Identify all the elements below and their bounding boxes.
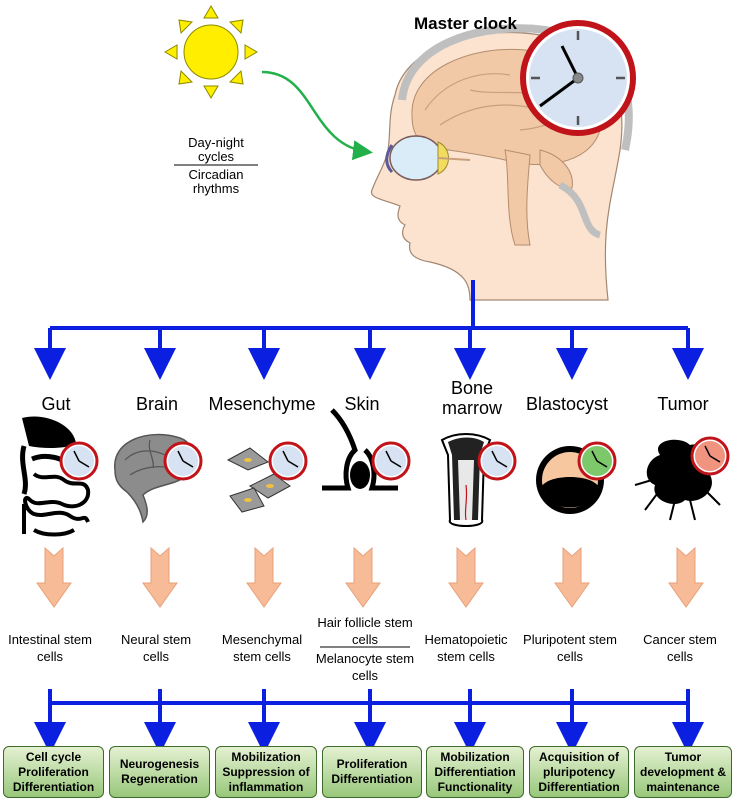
clock-icon-tumor — [690, 436, 730, 476]
outcome-line: Mobilization — [440, 749, 510, 764]
outcome-box-gut: Cell cycle Proliferation Differentiation — [3, 746, 104, 798]
outcome-line: Neurogenesis — [119, 757, 200, 771]
master-clock-icon — [520, 20, 636, 136]
outcome-line: development & — [639, 764, 726, 779]
day-night-label: Day-night cycles Circadian rhythms — [164, 136, 268, 196]
outcome-box-brain: Neurogenesis Regeneration — [109, 746, 210, 798]
outcome-box-blastocyst: Acquisition of pluripotency Differentiat… — [529, 746, 629, 798]
outcome-line: Cell cycle — [25, 749, 82, 764]
top-arrows — [34, 328, 704, 380]
bottom-arrows — [34, 689, 704, 754]
orange-arrow-brain — [142, 546, 178, 608]
stem-label-mesenchymal: Mesenchymal stem cells — [221, 632, 303, 664]
tissue-label-gut: Gut — [41, 394, 71, 414]
outcome-box-mesenchyme: Mobilization Suppression of inflammation — [215, 746, 317, 798]
stem-label-intestinal: Intestinal stem cells — [8, 632, 92, 664]
stem-label-cancer: Cancer stem cells — [643, 632, 717, 664]
sun-icon — [164, 5, 258, 99]
outcome-box-skin: Proliferation Differentiation — [322, 746, 422, 798]
master-clock-title: Master clock — [414, 14, 517, 33]
stem-label-melanocyte: Melanocyte stem cells — [315, 651, 415, 683]
outcome-line: Functionality — [437, 779, 513, 794]
tissue-label-bone-marrow: Bone marrow — [441, 378, 502, 418]
mesenchymal-cells-icon — [226, 447, 291, 513]
clock-icon-mesenchyme — [268, 441, 308, 481]
outcome-line: Differentiation — [12, 779, 95, 794]
tissue-label-mesenchyme: Mesenchyme — [208, 394, 316, 414]
clock-icon-blastocyst — [577, 441, 617, 481]
blastocyst-icon — [536, 446, 604, 514]
outcome-line: Acquisition of — [539, 749, 619, 764]
stem-label-pluripotent: Pluripotent stem cells — [523, 632, 617, 664]
outcome-line: Differentiation — [331, 772, 413, 786]
light-arrow — [261, 70, 373, 161]
day-night-bottom: Circadian rhythms — [188, 167, 244, 196]
clock-icon-brain — [163, 441, 203, 481]
tissue-label-tumor: Tumor — [657, 394, 709, 414]
orange-arrow-mesenchyme — [246, 546, 282, 608]
orange-arrow-gut — [36, 546, 72, 608]
outcome-line: Regeneration — [121, 772, 198, 786]
outcome-line: Differentiation — [434, 764, 516, 779]
outcome-line: pluripotency — [542, 764, 615, 779]
outcome-line: Proliferation — [336, 757, 408, 771]
outcome-line: Proliferation — [18, 764, 89, 779]
clock-icon-gut — [59, 441, 99, 481]
day-night-top: Day-night cycles — [188, 135, 244, 164]
outcome-line: Tumor — [664, 749, 702, 764]
orange-arrow-blastocyst — [554, 546, 590, 608]
clock-icon-bone-marrow — [477, 441, 517, 481]
tissue-label-blastocyst: Blastocyst — [525, 394, 609, 414]
orange-arrow-skin — [345, 546, 381, 608]
tissue-clocks — [59, 436, 730, 481]
gut-icon — [20, 416, 91, 537]
tissue-label-skin: Skin — [344, 394, 380, 414]
outcome-box-tumor: Tumor development & maintenance — [634, 746, 732, 798]
tissue-label-brain: Brain — [135, 394, 179, 414]
outcome-box-bone-marrow: Mobilization Differentiation Functionali… — [426, 746, 524, 798]
outcome-line: Differentiation — [538, 779, 620, 794]
orange-arrow-bone-marrow — [448, 546, 484, 608]
outcome-line: inflammation — [228, 779, 304, 794]
bone-marrow-icon — [440, 433, 492, 527]
outcome-line: Mobilization — [231, 749, 301, 764]
orange-arrow-tumor — [668, 546, 704, 608]
stem-label-neural: Neural stem cells — [120, 632, 192, 664]
orange-down-arrows — [36, 546, 704, 608]
clock-icon-skin — [371, 441, 411, 481]
outcome-line: maintenance — [646, 779, 720, 794]
stem-label-hematopoietic: Hematopoietic stem cells — [424, 632, 508, 664]
outcome-line: Suppression of — [222, 764, 310, 779]
stem-label-hair-follicle: Hair follicle stem cells — [317, 615, 413, 647]
